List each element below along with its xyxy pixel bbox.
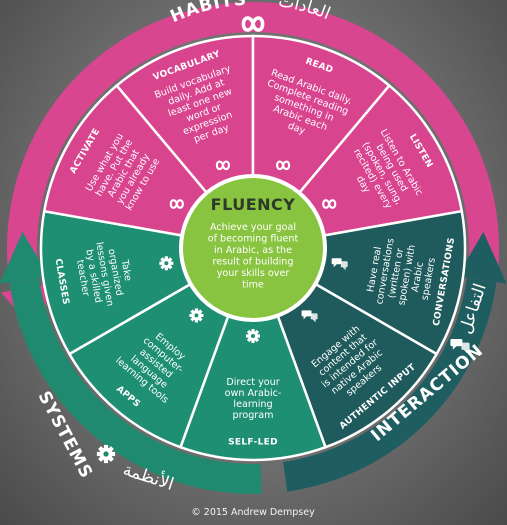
center-body-line: of becoming fluent: [208, 234, 299, 245]
center-title: FLUENCY: [211, 195, 296, 214]
gear-icon: [159, 256, 174, 271]
center-body-line: result of building: [213, 257, 294, 268]
segment-title: SELF-LED: [228, 438, 278, 448]
center-body-line: time: [242, 280, 264, 291]
systems-ring: [9, 278, 262, 494]
segment-body: Engage withcontent thatis intended forna…: [306, 320, 395, 407]
habits-ring-infinity-icon: [241, 16, 265, 32]
segment-body-line: Direct your: [226, 377, 279, 388]
speech-bubbles-icon: [331, 258, 348, 271]
infinity-icon: [322, 199, 337, 209]
infinity-icon: [169, 199, 184, 209]
center-body-line: Achieve your goal: [210, 222, 296, 233]
segment-body-line: Take: [119, 258, 134, 282]
infinity-icon: [215, 160, 231, 171]
speech-bubbles-icon: [301, 310, 318, 323]
infinity-icon: [275, 160, 291, 171]
segment-body-line: Arabic: [410, 261, 426, 293]
segment-body-line: program: [233, 410, 274, 421]
systems-arrowhead: [0, 231, 50, 284]
systems-ring-gear-icon: [96, 444, 116, 464]
outer-rings: [0, 1, 507, 494]
center-body-line: your skills over: [217, 268, 290, 279]
interaction-ring: [283, 278, 497, 492]
segment-body-line: own Arabic-: [225, 388, 282, 399]
segment-apps: APPSEmploycomputer-assistedlanguagelearn…: [67, 282, 230, 449]
interaction-ring-speech-icon: [450, 339, 470, 354]
segment-body: Listen to Arabicbeing used(spoken, sung,…: [339, 127, 424, 219]
gear-icon: [246, 329, 260, 343]
center-body-line: in Arabic, as the: [214, 245, 292, 256]
gear-icon: [189, 308, 204, 323]
interaction-arrowhead: [456, 231, 507, 284]
copyright-notice: © 2015 Andrew Dempsey: [191, 507, 315, 518]
segment-body-line: learning: [233, 399, 272, 410]
